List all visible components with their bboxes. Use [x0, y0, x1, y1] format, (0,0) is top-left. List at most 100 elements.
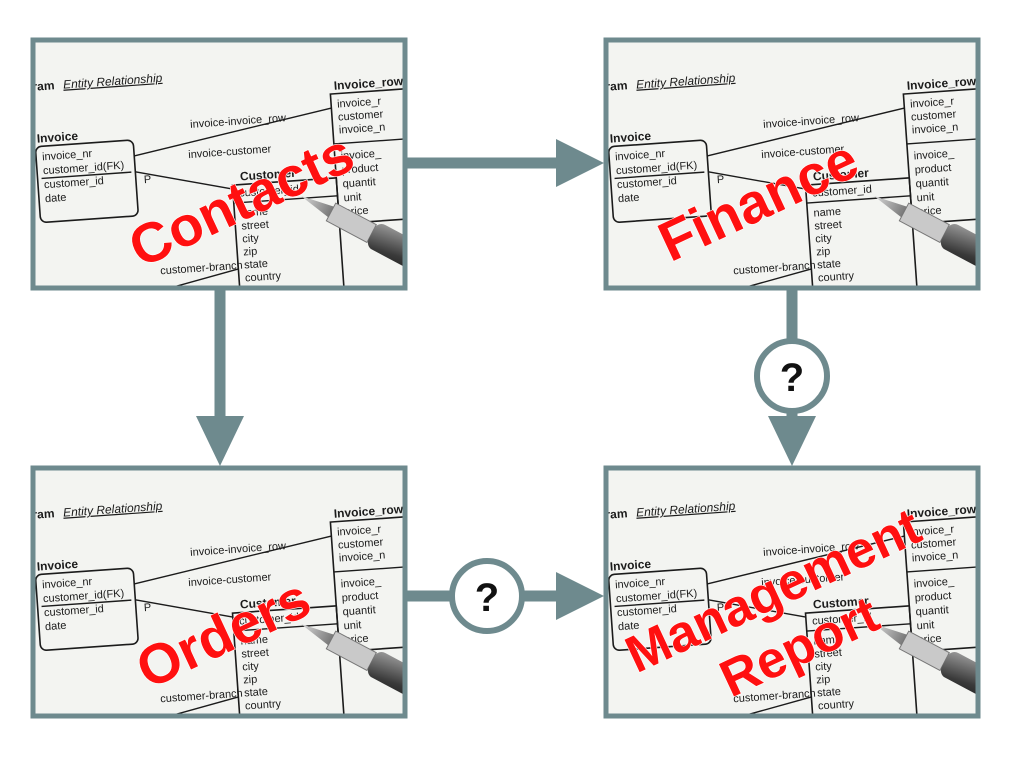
branch-field: id(FK): [112, 727, 143, 741]
customer-field: state: [817, 258, 842, 272]
question-marker-finance-report: ?: [754, 338, 830, 414]
customer-field: state: [817, 686, 842, 700]
invoice-row-box: [902, 86, 978, 225]
customer-key: customer_id: [812, 612, 873, 628]
invoice-row-field: product: [341, 162, 378, 177]
invoice-row-field: invoice_n: [912, 549, 959, 564]
invoice-box: [607, 567, 712, 651]
relation-line: [135, 599, 233, 618]
invoice-box: [34, 567, 139, 651]
invoice-row-field: invoice_n: [339, 121, 386, 136]
invoice-row-field: invoice_r: [337, 524, 382, 539]
customer-field: name: [813, 206, 841, 220]
invoice-field: customer_id: [44, 603, 105, 619]
invoice-field: date: [618, 620, 640, 633]
customer-field: zip: [243, 246, 258, 259]
question-mark-text: ?: [475, 576, 499, 620]
invoice-row-box: [329, 86, 405, 225]
invoice-row-divider: [906, 136, 978, 145]
customer-title: Customer: [239, 594, 296, 612]
customer-field: zip: [243, 674, 258, 687]
customer-key: customer_id: [812, 184, 873, 200]
invoice-row-field: invoice_: [913, 576, 955, 591]
invoice-row-field: invoice_n: [339, 549, 386, 564]
customer-field: city: [242, 660, 260, 673]
customer-divider: [233, 195, 338, 204]
relation-line: [708, 599, 806, 618]
tile-frame: [30, 465, 408, 719]
invoice-row-field: unit: [343, 619, 362, 632]
er-heading: Entity Relationship: [63, 71, 163, 92]
invoice-field: customer_id(FK): [616, 160, 698, 178]
relation-line: [707, 107, 905, 157]
customer-box: [231, 177, 346, 288]
pen-grip-metal: [325, 202, 378, 244]
invoice-row-field: invoice_n: [912, 121, 959, 136]
relation-label: customer-branch: [733, 260, 816, 278]
invoice-field: customer_id: [617, 175, 678, 191]
invoice-row-field: quantit: [915, 604, 949, 618]
invoice-row-divider: [333, 564, 405, 573]
pen-tip: [301, 196, 334, 218]
invoice-title: Invoice: [609, 129, 652, 146]
customer-box: [804, 177, 919, 288]
invoice-divider: [41, 599, 132, 608]
invoice-field: invoice_nr: [615, 576, 666, 591]
invoice-field: customer_id: [617, 603, 678, 619]
p-marker: P: [717, 602, 725, 614]
customer-field: city: [815, 660, 833, 673]
tile-frame: [603, 37, 981, 291]
invoice-row-title: Invoice_row: [906, 502, 977, 521]
relation-label: customer-branch: [733, 688, 816, 706]
invoice-row-title: Invoice_row: [906, 74, 977, 93]
pen-tip: [874, 624, 907, 646]
customer-divider: [806, 623, 911, 632]
invoice-row-field: quantit: [915, 176, 949, 190]
customer-field: country: [818, 698, 855, 713]
customer-field: country: [245, 698, 282, 713]
invoice-row-divider: [333, 136, 405, 145]
arrow-contacts-finance: [406, 139, 604, 187]
invoice-row-field: quantit: [342, 176, 376, 190]
customer-field: name: [240, 206, 268, 220]
invoice-row-field: customer: [911, 108, 957, 123]
invoice-row-field: invoice_: [340, 576, 382, 591]
question-marker-orders-report: ?: [449, 558, 525, 634]
relation-label: invoice-customer: [761, 143, 845, 161]
invoice-row-field: customer: [338, 536, 384, 551]
relation-label: customer-branch: [160, 260, 243, 278]
customer-field: street: [814, 647, 842, 661]
invoice-field: customer_id(FK): [43, 588, 125, 606]
relation-label: invoice-customer: [761, 571, 845, 589]
paper-background: [606, 40, 978, 288]
customer-field: city: [815, 232, 833, 245]
er-heading-prefix: gram: [598, 78, 628, 94]
invoice-row-box: [329, 514, 405, 653]
customer-field: state: [244, 258, 269, 272]
invoice-row-field: invoice_: [913, 148, 955, 163]
invoice-row-field: quantit: [342, 604, 376, 618]
invoice-divider: [614, 171, 705, 180]
invoice-field: invoice_nr: [42, 148, 93, 163]
invoice-row-field: unit: [343, 191, 362, 204]
invoice-row-field: invoice_r: [337, 96, 382, 111]
invoice-row-box: [902, 514, 978, 653]
customer-field: state: [244, 686, 269, 700]
invoice-row-divider: [906, 564, 978, 573]
customer-field: street: [241, 647, 269, 661]
invoice-divider: [41, 171, 132, 180]
branch-field: id(FK): [112, 299, 143, 313]
invoice-row-field: unit: [916, 619, 935, 632]
customer-field: city: [242, 232, 260, 245]
branch-field: id(FK): [685, 299, 716, 313]
invoice-field: customer_id: [44, 175, 105, 191]
customer-key: customer_id: [239, 612, 300, 628]
customer-divider: [233, 623, 338, 632]
